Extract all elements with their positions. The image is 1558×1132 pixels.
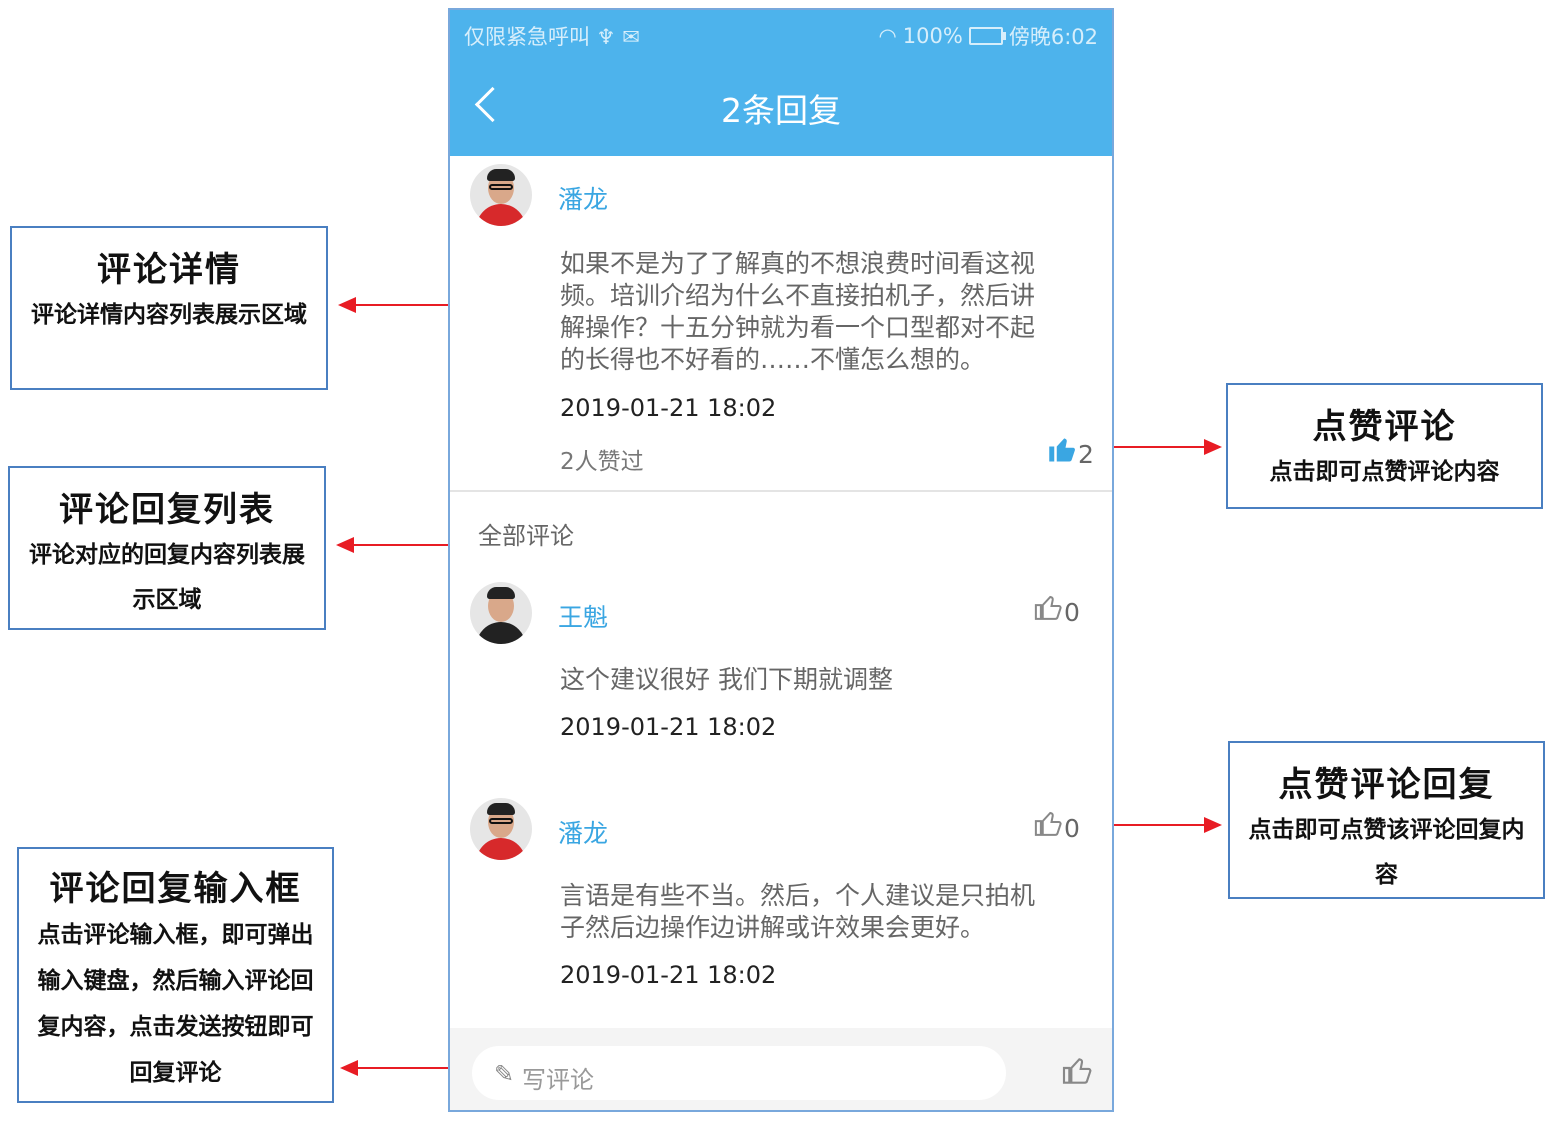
comment-input[interactable]: ✎ 写评论 <box>472 1046 1006 1100</box>
arrow-like-comment <box>1078 439 1222 455</box>
callout-desc: 评论详情内容列表展示区域 <box>31 302 307 328</box>
callout-title: 评论详情 <box>97 250 241 290</box>
comment-username[interactable]: 潘龙 <box>558 185 609 214</box>
callout-title: 评论回复输入框 <box>49 869 302 909</box>
likes-summary: 2人赞过 <box>560 449 644 475</box>
battery-percent: 100% <box>902 24 963 48</box>
callout-desc: 点击即可点赞评论内容 <box>1269 459 1500 485</box>
comment-line: 频。培训介绍为什么不直接拍机子，然后讲 <box>560 281 1036 310</box>
reply-username[interactable]: 潘龙 <box>558 819 609 848</box>
callout-title: 点赞评论回复 <box>1278 765 1495 805</box>
comment-line: 解操作？十五分钟就为看一个口型都对不起 <box>560 313 1036 342</box>
status-bar: 仅限紧急呼叫 ♆ ✉ ◠ 100% 傍晚6:02 <box>450 10 1112 62</box>
page-title: 2条回复 <box>721 91 841 130</box>
arrow-like-reply <box>1082 817 1222 833</box>
comment-line: 的长得也不好看的……不懂怎么想的。 <box>560 345 986 374</box>
battery-icon <box>968 27 1006 45</box>
status-right: ◠ 100% 傍晚6:02 <box>878 21 1098 51</box>
reply-text: 这个建议很好 我们下期就调整 <box>560 664 1100 696</box>
avatar[interactable] <box>470 798 532 860</box>
comment-input-bar: ✎ 写评论 <box>450 1028 1112 1110</box>
arrow-comment-detail <box>338 297 470 313</box>
thumbs-up-icon[interactable] <box>1062 1054 1094 1086</box>
reply-time: 2019-01-21 18:02 <box>560 713 777 741</box>
status-time: 傍晚6:02 <box>1008 25 1098 49</box>
pencil-icon: ✎ <box>494 1060 515 1088</box>
reply-text: 言语是有些不当。然后，个人建议是只拍机 子然后边操作边讲解或许效果会更好。 <box>560 880 1100 944</box>
reply-username[interactable]: 王魁 <box>558 603 609 632</box>
reply-line: 言语是有些不当。然后，个人建议是只拍机 <box>560 881 1036 910</box>
callout-title: 评论回复列表 <box>59 490 275 530</box>
callout-desc: 点击即可点赞该评论回复内容 <box>1248 817 1525 888</box>
arrow-reply-list <box>336 537 466 553</box>
replies-header: 全部评论 <box>478 522 574 550</box>
reply-line: 这个建议很好 我们下期就调整 <box>560 665 893 694</box>
callout-desc: 点击评论输入框，即可弹出输入键盘，然后输入评论回复内容，点击发送按钮即可回复评论 <box>37 922 314 1086</box>
comment-time: 2019-01-21 18:02 <box>560 394 777 422</box>
arrow-input-box <box>340 1060 470 1076</box>
comment-text: 如果不是为了了解真的不想浪费时间看这视 频。培训介绍为什么不直接拍机子，然后讲 … <box>560 248 1100 376</box>
nav-bar: 2条回复 <box>450 62 1112 156</box>
phone-screen: 仅限紧急呼叫 ♆ ✉ ◠ 100% 傍晚6:02 2条回复 潘龙 如果不是为了了… <box>448 8 1114 1112</box>
callout-input-box: 评论回复输入框 点击评论输入框，即可弹出输入键盘，然后输入评论回复内容，点击发送… <box>17 847 334 1103</box>
wifi-icon: ◠ <box>878 24 897 48</box>
reply-like-count: 0 <box>1064 598 1080 627</box>
callout-title: 点赞评论 <box>1312 407 1457 447</box>
avatar[interactable] <box>470 164 532 226</box>
callout-comment-detail: 评论详情 评论详情内容列表展示区域 <box>10 226 328 390</box>
comment-like-count: 2 <box>1078 440 1094 469</box>
thumbs-up-icon[interactable] <box>1034 808 1064 838</box>
thumbs-up-filled-icon[interactable] <box>1048 434 1078 464</box>
thumbs-up-icon[interactable] <box>1034 592 1064 622</box>
avatar[interactable] <box>470 582 532 644</box>
reply-line: 子然后边操作边讲解或许效果会更好。 <box>560 913 986 942</box>
section-divider <box>450 490 1112 492</box>
callout-desc: 评论对应的回复内容列表展示区域 <box>29 542 305 613</box>
callout-reply-list: 评论回复列表 评论对应的回复内容列表展示区域 <box>8 466 326 630</box>
reply-time: 2019-01-21 18:02 <box>560 961 777 989</box>
status-left: 仅限紧急呼叫 ♆ ✉ <box>464 25 640 49</box>
callout-like-comment: 点赞评论 点击即可点赞评论内容 <box>1226 383 1543 509</box>
comment-line: 如果不是为了了解真的不想浪费时间看这视 <box>560 249 1036 278</box>
comment-input-placeholder: 写评论 <box>522 1066 594 1094</box>
callout-like-reply: 点赞评论回复 点击即可点赞该评论回复内容 <box>1228 741 1545 899</box>
reply-like-count: 0 <box>1064 814 1080 843</box>
